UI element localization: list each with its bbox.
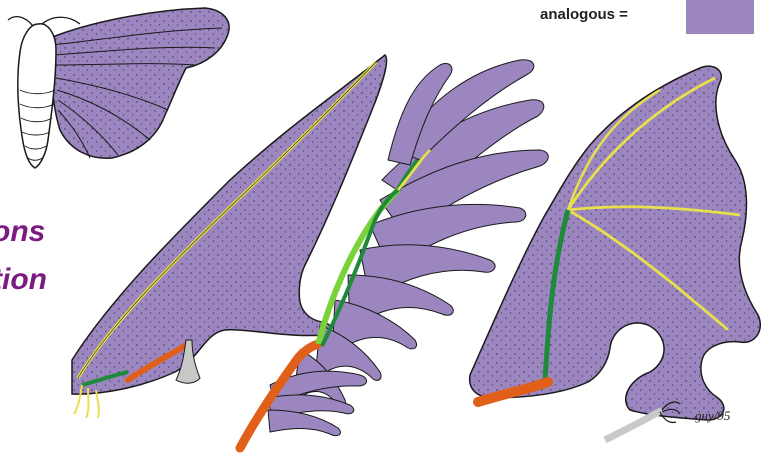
- moth-antenna-right: [42, 17, 80, 24]
- partial-text-line-2: tion: [0, 262, 47, 298]
- legend-label: analogous =: [540, 6, 628, 23]
- artist-signature: guy/95: [695, 408, 730, 424]
- moth-wing-stipple: [50, 8, 229, 158]
- legend-swatch: [686, 0, 754, 34]
- bat-foot: [605, 410, 662, 440]
- moth-illustration: [8, 8, 229, 168]
- partial-text-line-1: ons: [0, 214, 45, 250]
- moth-body: [18, 24, 56, 168]
- moth-antenna-left: [8, 17, 33, 26]
